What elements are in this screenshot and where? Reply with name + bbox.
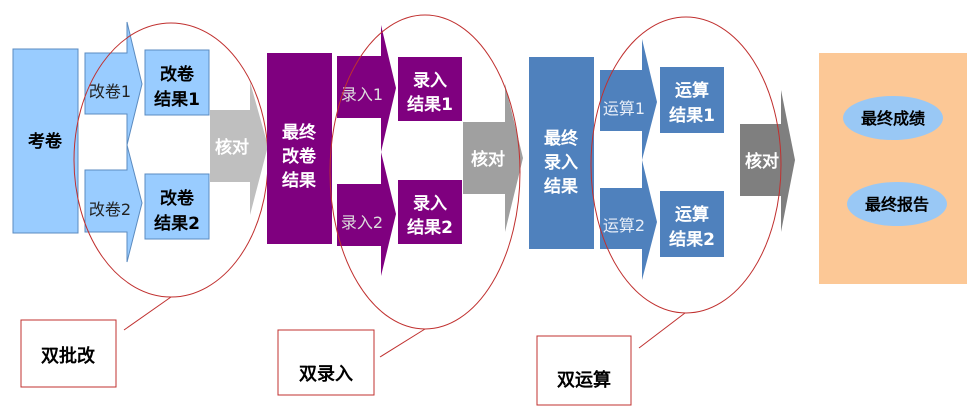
calc-result-1-line1: 运算 [675,80,709,101]
check-arrow-2 [463,84,523,232]
callout-double-marking-box [20,319,117,388]
entry-result-2-box [398,180,462,244]
entry-arrow-1-label: 录入1 [341,85,383,104]
entry-result-2-line2: 结果2 [407,217,453,238]
final-marking-result-box [267,53,332,244]
stage-double-calculation: 最终 录入 结果 运算1 运算2 运算 结果1 运算 结果2 核对 双运算 [529,16,795,406]
stage-double-entry: 最终 改卷 结果 录入1 录入2 录入 结果1 录入 结果2 核对 双录入 [267,14,523,396]
final-entry-result-line1: 最终 [544,128,579,149]
callout-double-calculation-box [536,335,632,406]
check-arrow-3 [740,90,795,232]
calc-result-1-line2: 结果1 [669,105,715,126]
entry-result-1-line1: 录入 [413,71,447,91]
final-output-box [819,53,967,284]
callout-double-entry-box [277,329,375,396]
final-entry-result-box [529,57,594,249]
marking-arrow-1-label: 改卷1 [89,82,131,101]
check-arrow-1 [210,82,268,215]
final-report-label: 最终报告 [865,195,929,214]
entry-result-2-line1: 录入 [413,194,447,214]
final-output-panel: 最终成绩 最终报告 [819,53,967,284]
final-entry-result-line2: 录入 [544,153,578,173]
calc-arrow-1 [600,39,657,160]
marking-result-1-line1: 改卷 [160,64,195,85]
callout-double-entry-label: 双录入 [299,364,353,385]
calc-result-2-box [660,191,724,257]
final-score-ellipse [843,96,943,140]
entry-result-1-box [398,57,462,121]
calc-arrow-2-label: 运算2 [603,216,645,235]
calc-result-1-box [660,67,724,133]
marking-result-2-line1: 改卷 [160,188,195,209]
check-arrow-3-label: 核对 [745,151,779,172]
marking-arrow-2 [84,144,143,263]
calc-arrow-2 [600,160,657,280]
stage-double-marking: 考卷 改卷1 改卷2 改卷 结果1 改卷 结果2 核对 双批改 [12,21,269,388]
callout-connector-3 [638,312,686,349]
calc-result-2-line1: 运算 [675,204,709,225]
calc-arrow-1-label: 运算1 [603,99,645,118]
callout-connector-2 [379,328,426,358]
exam-paper-label: 考卷 [27,131,63,152]
final-report-ellipse [847,182,947,226]
marking-result-1-line2: 结果1 [154,89,200,110]
marking-result-1-box [144,49,210,116]
check-arrow-2-label: 核对 [471,149,505,170]
final-entry-result-line3: 结果 [544,176,578,197]
callout-double-calculation-label: 双运算 [557,369,611,391]
final-marking-result-line1: 最终 [282,122,317,143]
marking-result-2-line2: 结果2 [154,213,200,234]
double-calculation-highlight [590,16,782,314]
entry-arrow-2 [337,152,396,276]
marking-arrow-2-label: 改卷2 [89,200,131,219]
final-score-label: 最终成绩 [861,109,925,128]
callout-double-marking-label: 双批改 [41,345,96,367]
calc-result-2-line2: 结果2 [669,229,715,250]
exam-paper-box [12,48,79,234]
marking-arrow-1 [84,21,143,146]
entry-result-1-line2: 结果1 [407,94,453,115]
final-marking-result-line2: 改卷 [282,146,317,167]
entry-arrow-2-label: 录入2 [341,213,383,232]
callout-connector-1 [123,296,172,331]
check-arrow-1-label: 核对 [215,137,249,158]
final-marking-result-line3: 结果 [282,170,316,191]
entry-arrow-1 [337,25,396,152]
marking-result-2-box [144,173,210,240]
